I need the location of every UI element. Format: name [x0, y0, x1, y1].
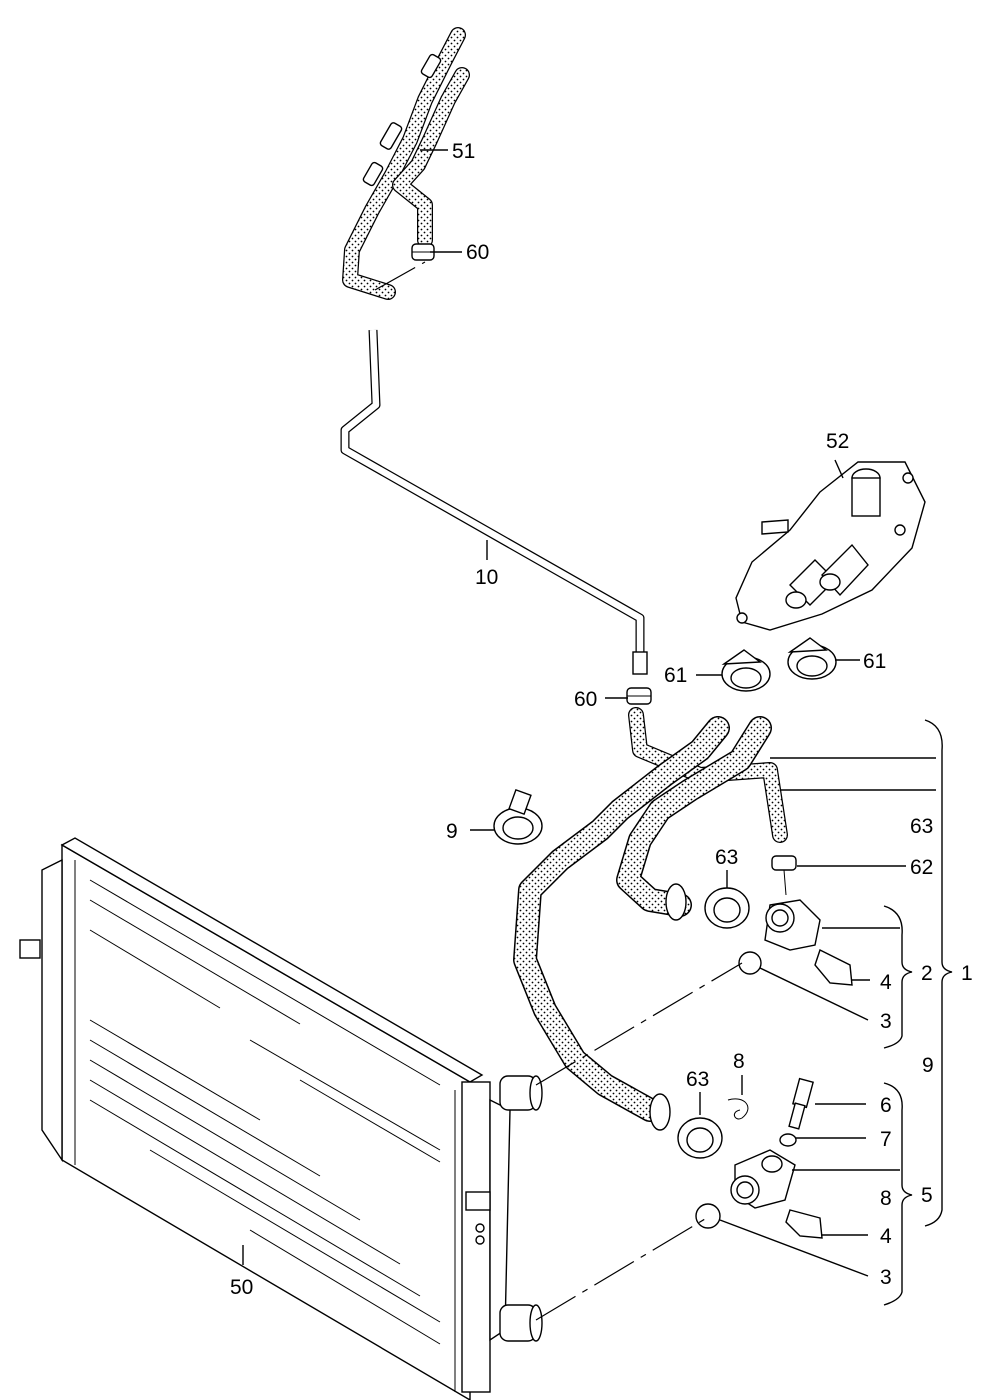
clamp-63-upper [704, 887, 750, 929]
bracket-group-1 [924, 719, 953, 1227]
radiator-mount-bracket [19, 939, 41, 959]
label-4-upper: 4 [880, 971, 892, 994]
pipe-end-fitting [632, 651, 648, 675]
label-9-clamp: 9 [446, 820, 458, 843]
label-60-upper: 60 [466, 241, 489, 264]
radiator-lower-outlet [499, 1304, 543, 1342]
radiator-upper-outlet [499, 1075, 543, 1111]
hose-clamp-61-right [787, 637, 837, 680]
assembly-axis-lower [535, 1215, 711, 1321]
connector-flange-lower [730, 1149, 823, 1239]
label-7: 7 [880, 1128, 892, 1151]
label-50: 50 [230, 1276, 253, 1299]
bracket-group-5 [883, 1082, 913, 1306]
label-60-lower: 60 [574, 688, 597, 711]
hose-connector-top [420, 53, 442, 79]
o-ring-3-lower [695, 1203, 721, 1229]
assembly-axis-top [374, 261, 426, 291]
label-3-lower: 3 [880, 1266, 892, 1289]
retaining-clip-8 [727, 1098, 749, 1120]
label-1: 1 [961, 962, 973, 985]
leader-lines [242, 149, 936, 1277]
label-63-upper: 63 [715, 846, 738, 869]
label-5: 5 [921, 1184, 933, 1207]
radiator [19, 837, 543, 1400]
bracket-group-2 [883, 905, 913, 1049]
o-ring-3-upper [738, 951, 762, 975]
hose-connector-mid [379, 122, 403, 150]
o-ring-7 [779, 1133, 797, 1147]
label-8-group: 8 [880, 1187, 892, 1210]
label-2: 2 [921, 962, 933, 985]
label-63-assembly: 63 [910, 815, 933, 838]
label-63-lower: 63 [686, 1068, 709, 1091]
label-3-upper: 3 [880, 1010, 892, 1033]
label-52: 52 [826, 430, 849, 453]
label-8-clip: 8 [733, 1050, 745, 1073]
radiator-fins [89, 879, 441, 1345]
label-61-right: 61 [863, 650, 886, 673]
connector-flange-upper [764, 899, 853, 986]
label-51: 51 [452, 140, 475, 163]
hose-clamp-61-left [721, 649, 771, 692]
main-hose-assembly [513, 707, 788, 1131]
callout-labels: 51 60 10 52 61 61 60 9 63 63 62 1 2 4 3 … [230, 140, 973, 1299]
expansion-tank-hoses [342, 27, 470, 300]
hose-clip-lower [626, 687, 652, 705]
temperature-sensor-6 [788, 1077, 814, 1130]
label-61-left: 61 [664, 664, 687, 687]
thermostat-housing [735, 461, 926, 631]
assembly-axis-upper [535, 962, 743, 1086]
label-6: 6 [880, 1094, 892, 1117]
retaining-clip-4-lower [785, 1209, 823, 1239]
label-4-lower: 4 [880, 1225, 892, 1248]
label-62: 62 [910, 856, 933, 879]
retaining-clip-4-upper [814, 949, 853, 986]
clamp-63-lower [677, 1117, 723, 1159]
hose-connector-lower [362, 161, 384, 187]
label-10: 10 [475, 566, 498, 589]
coolant-pipe [340, 329, 648, 675]
radiator-drain-plugs [465, 1191, 491, 1245]
hose-clip-62 [771, 855, 797, 896]
hose-clamp-9 [493, 788, 543, 845]
label-9-group: 9 [922, 1054, 934, 1077]
radiator-end-tank [461, 1081, 511, 1393]
